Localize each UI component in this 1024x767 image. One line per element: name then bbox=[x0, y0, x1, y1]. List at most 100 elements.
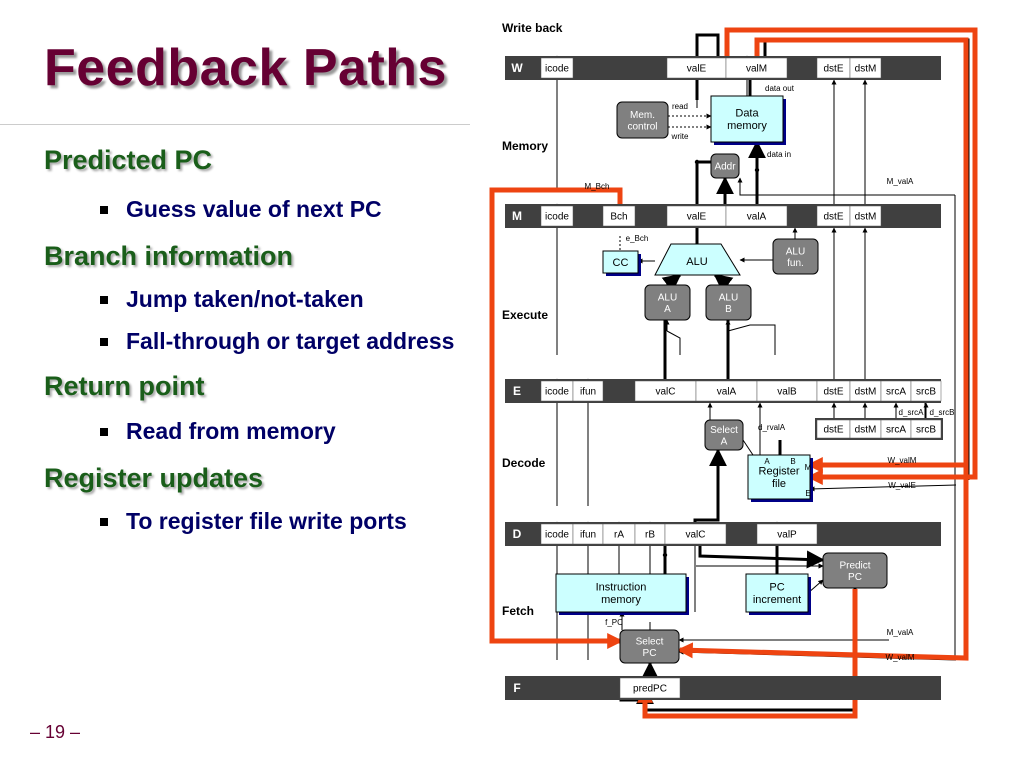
field-label-e-dstE: dstE bbox=[823, 387, 843, 398]
signal-d-rvala: d_rvalA bbox=[758, 423, 786, 432]
field-label-e-valC: valC bbox=[655, 387, 675, 398]
feedback-m-bch-to-selectpc bbox=[489, 187, 624, 650]
alu-fun-block bbox=[772, 238, 819, 275]
page-number: – 19 – bbox=[30, 722, 81, 742]
select-pc-block bbox=[619, 629, 680, 664]
wire-m-vala-to-addr bbox=[737, 177, 955, 196]
signal-read: read bbox=[672, 102, 688, 111]
field-label-d-ifun: ifun bbox=[580, 530, 596, 541]
predict-pc-block bbox=[822, 552, 888, 589]
field-label-w-dstM: dstM bbox=[855, 64, 877, 75]
decode-field-label-srcA: srcA bbox=[886, 425, 906, 436]
field-m-dstM bbox=[849, 205, 882, 227]
field-f-predPC bbox=[619, 677, 681, 699]
mem-control-block bbox=[616, 101, 669, 139]
field-label-e-srcA: srcA bbox=[886, 387, 906, 398]
decode-field-srcB bbox=[910, 419, 942, 439]
wire-alua-alu bbox=[661, 273, 682, 293]
field-label-w-valM: valM bbox=[746, 64, 767, 75]
bullet-heading-predicted-pc: Predicted PC bbox=[44, 145, 213, 175]
field-label-m-valE: valE bbox=[687, 212, 707, 223]
addr-block-label: Addr bbox=[714, 162, 736, 173]
signal-rf-port-e: E bbox=[805, 489, 810, 498]
field-label-m-icode: icode bbox=[545, 212, 569, 223]
feedback-w-valm-to-rf bbox=[754, 37, 969, 474]
field-label-w-icode: icode bbox=[545, 64, 569, 75]
field-w-icode bbox=[540, 57, 574, 79]
field-label-d-valP: valP bbox=[777, 530, 797, 541]
field-label-e-dstM: dstM bbox=[855, 387, 877, 398]
alu-block-label: ALU bbox=[686, 256, 707, 268]
pipe-register-f bbox=[505, 676, 941, 700]
pipe-register-label-m: M bbox=[512, 209, 522, 223]
signal-d-srca: d_srcA bbox=[899, 408, 925, 417]
bullet-list: Predicted PC Guess value of next PC Bran… bbox=[44, 144, 484, 538]
pipe-register-label-d: D bbox=[513, 527, 522, 541]
data-memory-block bbox=[710, 95, 784, 143]
junction-dot bbox=[754, 167, 760, 173]
stage-label-write-back: Write back bbox=[502, 21, 563, 35]
mem-control-block-label: Mem.control bbox=[627, 110, 657, 133]
field-label-d-valC: valC bbox=[685, 530, 705, 541]
signal-w-valm-fetch: W_valM bbox=[886, 653, 915, 662]
alu-b-block bbox=[705, 284, 752, 321]
field-m-Bch bbox=[602, 205, 636, 227]
title-underline bbox=[0, 124, 470, 125]
wire-valc-alua bbox=[666, 330, 681, 355]
signal-rf-port-m: M bbox=[805, 463, 812, 472]
field-d-valC bbox=[664, 523, 727, 545]
signal-write: write bbox=[671, 132, 689, 141]
field-label-e-valA: valA bbox=[717, 387, 737, 398]
decode-field-label-dstM: dstM bbox=[855, 425, 877, 436]
field-w-dstM bbox=[849, 57, 882, 79]
addr-block bbox=[710, 153, 740, 179]
bullet-item-read-memory: Read from memory bbox=[100, 414, 484, 448]
field-label-e-srcB: srcB bbox=[916, 387, 936, 398]
pc-increment-block bbox=[745, 573, 809, 613]
register-file-block bbox=[747, 454, 811, 500]
field-label-d-rB: rB bbox=[645, 530, 655, 541]
bullet-heading-branch-information: Branch information bbox=[44, 241, 294, 271]
slide-title: Feedback Paths bbox=[44, 39, 447, 97]
pipe-register-label-w: W bbox=[511, 61, 523, 75]
field-label-e-ifun: ifun bbox=[580, 387, 596, 398]
bullet-heading-return-point: Return point bbox=[44, 371, 205, 401]
bullet-item-fall-through: Fall-through or target address bbox=[100, 324, 456, 358]
wire-valb-alub bbox=[727, 324, 776, 355]
wire-m-vale-addr bbox=[695, 160, 711, 204]
stage-label-memory: Memory bbox=[502, 139, 548, 153]
junction-dot bbox=[694, 159, 700, 165]
field-m-valA bbox=[725, 205, 788, 227]
wire-w-vale-to-rf bbox=[809, 484, 957, 492]
field-label-m-valA: valA bbox=[747, 212, 767, 223]
field-w-valM bbox=[725, 57, 788, 79]
feedback-w-valm-to-selectpc bbox=[676, 465, 969, 661]
pipe-register-label-f: F bbox=[513, 681, 520, 695]
signal-w-vale-decode: W_valE bbox=[888, 481, 916, 490]
stage-label-decode: Decode bbox=[502, 456, 546, 470]
field-e-srcB bbox=[910, 380, 942, 402]
decode-field-label-srcB: srcB bbox=[916, 425, 936, 436]
bullet-heading-register-updates: Register updates bbox=[44, 463, 264, 493]
signal-m-vala-fetch: M_valA bbox=[887, 628, 914, 637]
cc-block bbox=[602, 250, 639, 274]
bullet-item-guess-next-pc: Guess value of next PC bbox=[100, 192, 484, 226]
signal-rf-port-a: A bbox=[764, 457, 770, 466]
feedback-w-vale-to-rf bbox=[724, 27, 978, 486]
alu-a-block bbox=[644, 284, 691, 321]
signal-f-pc: f_PC bbox=[605, 618, 623, 627]
signal-data-out: data out bbox=[765, 84, 795, 93]
field-label-d-rA: rA bbox=[614, 530, 624, 541]
alu-block bbox=[654, 243, 741, 276]
field-label-e-valB: valB bbox=[777, 387, 797, 398]
